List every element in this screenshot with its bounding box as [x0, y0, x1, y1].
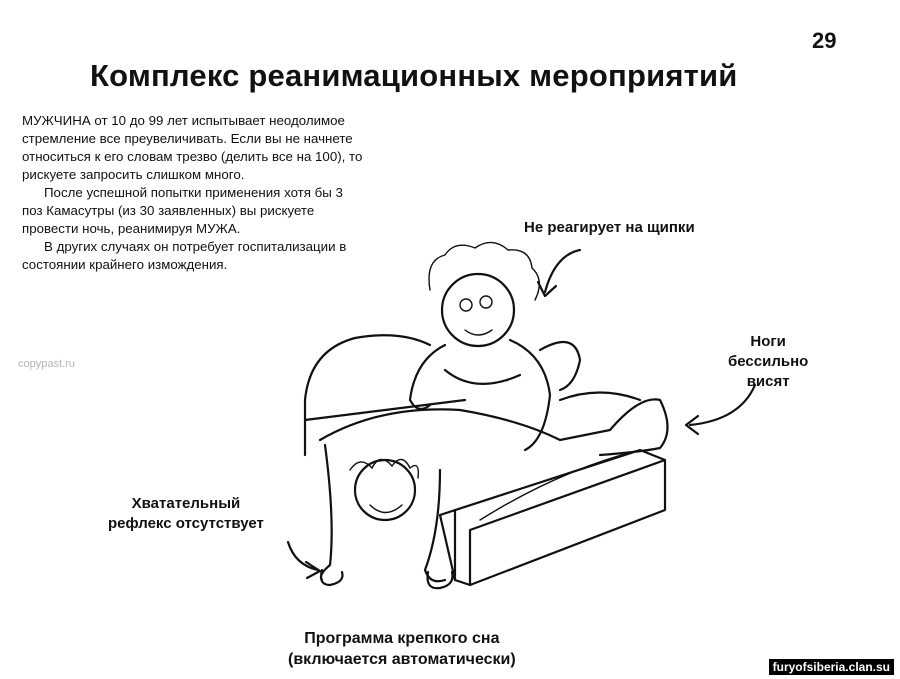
- callout-reflex-line2: рефлекс отсутствует: [108, 515, 264, 532]
- woman-drawing: [408, 241, 582, 452]
- callout-legs: Ноги бессильно висят: [728, 332, 808, 392]
- page-title: Комплекс реанимационных мероприятий: [90, 58, 738, 93]
- callout-sleep-line2: (включается автоматически): [288, 651, 516, 668]
- callout-legs-line2: бессильно: [728, 353, 809, 370]
- callout-pinch: Не реагирует на щипки: [524, 218, 695, 238]
- site-watermark: furyofsiberia.clan.su: [768, 659, 894, 675]
- callout-pinch-text: Не реагирует на щипки: [524, 219, 695, 236]
- paragraph-1: МУЖЧИНА от 10 до 99 лет испытывает неодо…: [22, 113, 363, 182]
- callout-reflex: Хватательный рефлекс отсутствует: [108, 494, 264, 534]
- watermark-copypast: copypast.ru: [18, 358, 75, 370]
- callout-arrows: [286, 248, 757, 580]
- paragraph-2: После успешной попытки применения хотя б…: [22, 185, 343, 236]
- page-number: 29: [812, 28, 837, 53]
- body-text: МУЖЧИНА от 10 до 99 лет испытывает неодо…: [22, 112, 367, 274]
- callout-legs-line1: Ноги: [750, 333, 786, 350]
- callout-sleep: Программа крепкого сна (включается автом…: [288, 628, 516, 670]
- paragraph-3: В других случаях он потребует госпитализ…: [22, 239, 347, 272]
- man-drawing: [318, 391, 669, 590]
- callout-sleep-line1: Программа крепкого сна: [304, 630, 500, 647]
- callout-legs-line3: висят: [746, 373, 790, 390]
- bed-drawing: [303, 334, 667, 587]
- callout-reflex-line1: Хватательный: [131, 495, 241, 512]
